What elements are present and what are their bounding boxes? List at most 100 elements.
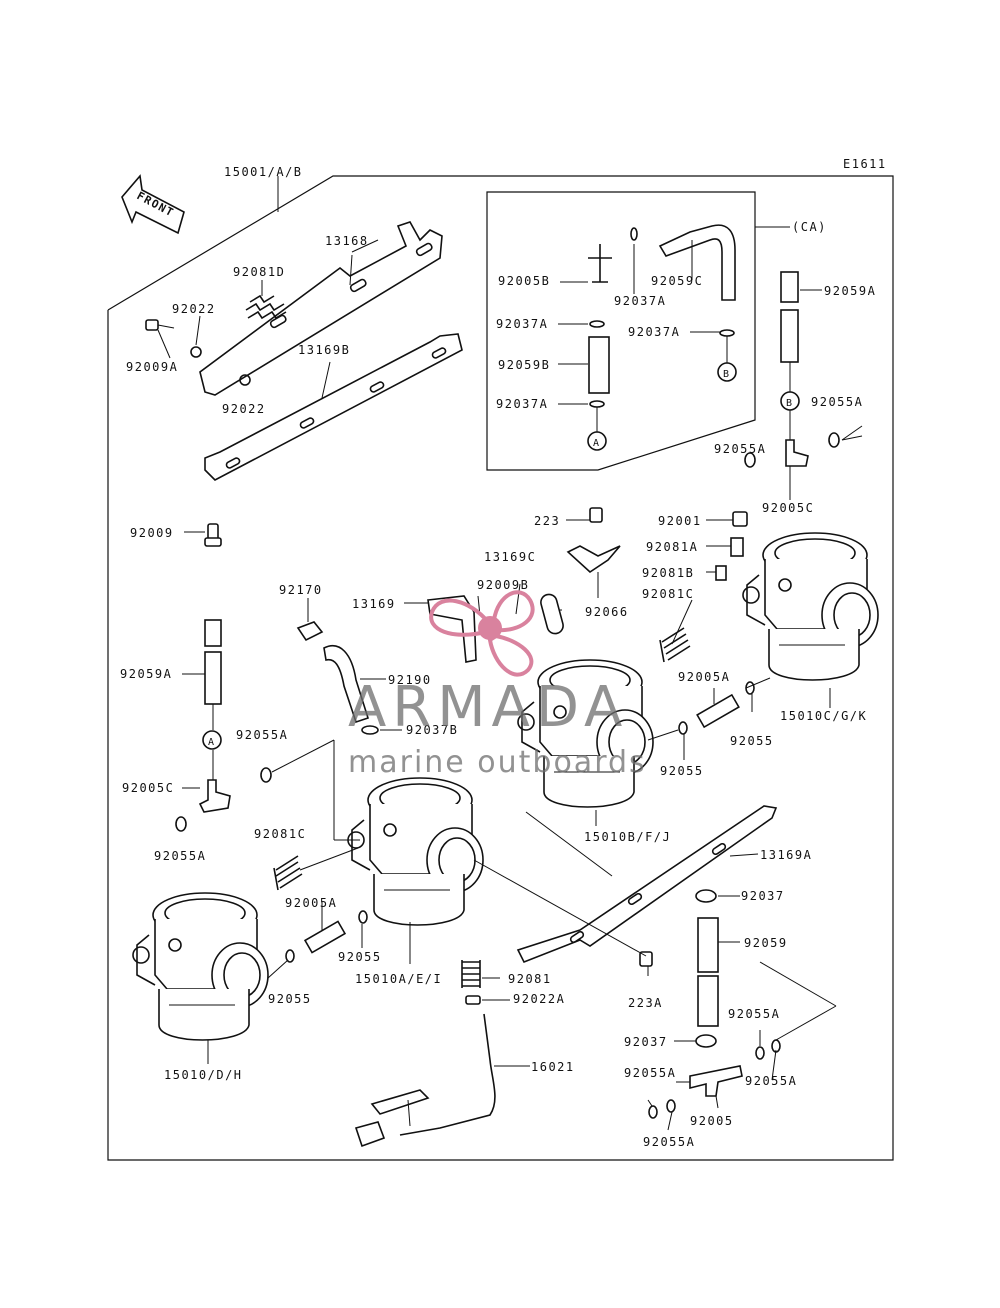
propeller-logo-icon [429,590,535,677]
callout-a2-icon [202,730,222,750]
spring-92081c-left [273,855,303,891]
part-labels: 13168 92081D 92022 92009A 92022 13169B 9… [120,234,876,1149]
bracket-13169 [427,595,477,663]
hose-assembly-a [587,244,612,451]
part-label: 92009 [130,526,174,540]
part-label: 92037A [628,325,680,339]
screw-92009a-icon [145,319,175,331]
part-label: 92055A [714,442,766,456]
screw-92009-icon [204,523,222,547]
part-label: 92037A [614,294,666,308]
clip-92170 [296,621,324,642]
washer-92022b-icon [239,374,251,386]
assembly-label: 15001/A/B [224,165,303,179]
part-label: 92055 [338,950,382,964]
watermark-brand: ARMADA [348,675,628,740]
part-label: 92059A [824,284,876,298]
callout-a-letter: A [593,438,601,449]
callout-a2-letter: A [208,737,216,748]
part-label: 92081D [233,265,285,279]
part-label: 92005C [122,781,174,795]
part-label: 92037B [406,723,458,737]
part-label: 92055 [660,764,704,778]
part-label: 13169A [760,848,812,862]
part-label: 92059C [651,274,703,288]
hose-right [744,271,840,468]
part-label: 92022 [172,302,216,316]
bracket-13169b [204,333,463,481]
part-label: 13168 [325,234,369,248]
hose-left [175,619,272,832]
part-label: 223 [534,514,560,528]
hose-kit-label: (CA) [792,220,827,234]
part-label: 92081C [642,587,694,601]
part-label: 92022 [222,402,266,416]
spring-92081 [461,960,481,988]
part-label: 92055A [745,1074,797,1088]
part-label: 13169 [352,597,396,611]
watermark-tagline: marine outboards [348,745,647,780]
hose-bottom-right [648,889,781,1119]
part-label: 92022A [513,992,565,1006]
part-label: 15010A/E/I [355,972,442,986]
part-label: 92005 [690,1114,734,1128]
part-label: 92005A [285,896,337,910]
part-label: 92055A [624,1066,676,1080]
oring-92055-2 [678,721,688,735]
diagram-code: E1611 [843,157,887,171]
carburetor-15010 [132,892,269,1041]
part-label: 92005B [498,274,550,288]
part-label: 92055A [643,1135,695,1149]
callout-b-letter: B [723,369,731,380]
bracket-13168 [199,221,443,396]
part-label: 92081B [642,566,694,580]
part-label: 92037A [496,317,548,331]
watermark: ARMADA marine outboards [348,590,647,780]
part-label: 92009B [477,578,529,592]
part-label: 92059 [744,936,788,950]
part-label: 92055A [811,395,863,409]
part-label: 92055 [268,992,312,1006]
jet-92005a-right [696,693,740,729]
part-label: 92066 [585,605,629,619]
hose-92066 [540,593,564,635]
jet-92005a-left [303,920,347,954]
oring-92055-3 [358,910,368,924]
carburetor-15010c [742,532,879,681]
part-label: 223A [628,996,663,1010]
hose-kit-box: (CA) [486,191,827,471]
nut-92022a-icon [465,995,481,1005]
part-label: 92009A [126,360,178,374]
part-label: 92037A [496,397,548,411]
part-label: 92081A [646,540,698,554]
part-label: 92037 [624,1035,668,1049]
part-label: 92055A [236,728,288,742]
part-label: 92055 [730,734,774,748]
springs-92081ab [715,511,748,581]
part-label: 92059A [120,667,172,681]
part-label: 15010/D/H [164,1068,243,1082]
washer-92022-icon [190,346,202,358]
part-label: 92055A [728,1007,780,1021]
part-label: 15010C/G/K [780,709,867,723]
throttle-cable-16021 [354,1013,496,1148]
part-label: 92081C [254,827,306,841]
hose-92190 [323,645,369,724]
bracket-13169c [566,545,621,574]
part-label: 15010B/F/J [584,830,671,844]
link-plate-13169a [516,805,778,964]
part-label: 92190 [388,673,432,687]
callout-b2-letter: B [786,398,794,409]
oring-92055-4 [285,949,295,963]
part-label: 92005A [678,670,730,684]
hose-assembly-b [630,224,737,382]
part-label: 13169C [484,550,536,564]
part-label: 13169B [298,343,350,357]
part-label: 92170 [279,583,323,597]
carburetor-15010a [347,777,484,926]
part-label: 92081 [508,972,552,986]
part-label: 92001 [658,514,702,528]
part-label: 92059B [498,358,550,372]
spring-92081d [245,294,287,320]
